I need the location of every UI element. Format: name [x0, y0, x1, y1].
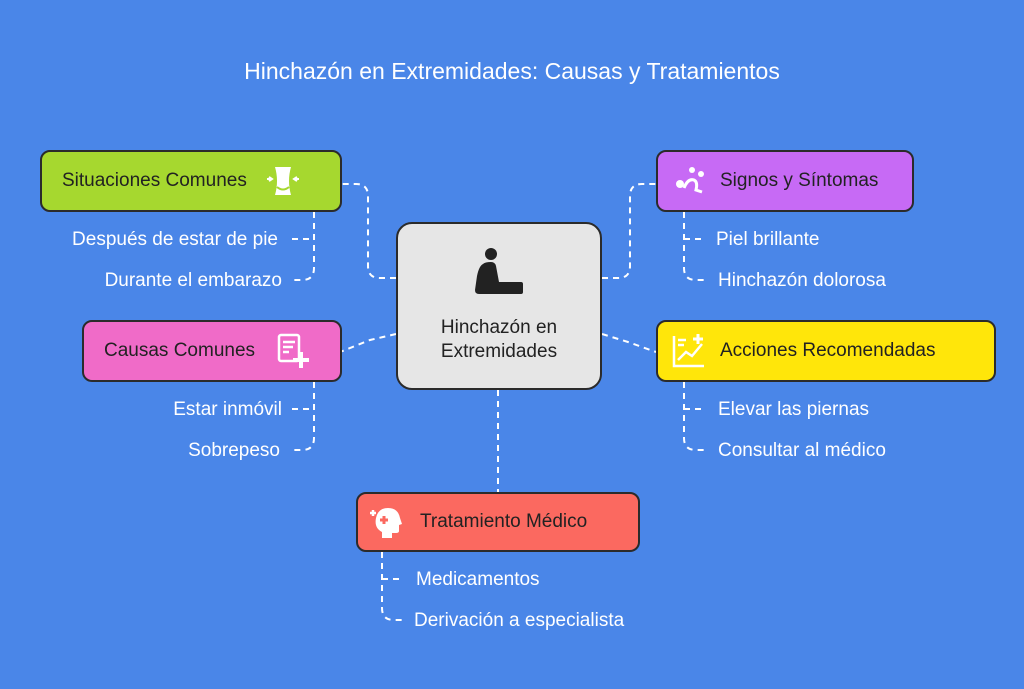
person-kneeling-icon: [475, 248, 523, 294]
branch-label: Acciones Recomendadas: [720, 340, 936, 361]
center-label-line1: Hinchazón en: [440, 317, 558, 338]
list-item: Sobrepeso: [188, 440, 280, 461]
center-label-line2: Extremidades: [440, 341, 558, 362]
branch-label: Situaciones Comunes: [62, 170, 247, 191]
branch-causas-comunes: Causas Comunes: [82, 320, 342, 382]
list-item: Piel brillante: [716, 229, 820, 250]
list-item: Durante el embarazo: [104, 270, 282, 291]
list-item: Derivación a especialista: [414, 610, 625, 631]
waist-icon: [266, 167, 299, 195]
branch-label: Causas Comunes: [104, 340, 256, 361]
list-item: Consultar al médico: [718, 440, 886, 461]
branch-acciones-recomendadas: Acciones Recomendadas: [656, 320, 996, 382]
list-item: Medicamentos: [416, 569, 540, 590]
branch-tratamiento-medico: Tratamiento Médico: [356, 492, 640, 552]
list-item: Hinchazón dolorosa: [718, 270, 886, 291]
page-title: Hinchazón en Extremidades: Causas y Trat…: [244, 58, 780, 84]
list-item: Elevar las piernas: [718, 399, 870, 420]
medical-report-icon: [277, 333, 310, 368]
list-item: Estar inmóvil: [173, 399, 282, 420]
head-health-icon: [370, 508, 402, 538]
list-item: Después de estar de pie: [72, 229, 278, 250]
growth-chart-icon: [672, 334, 704, 368]
branch-signos-sintomas: Signos y Síntomas: [656, 150, 914, 212]
branch-label: Signos y Síntomas: [720, 170, 879, 191]
pills-person-icon: [676, 167, 704, 194]
center-node: Hinchazón en Extremidades: [396, 222, 602, 390]
branch-situaciones-comunes: Situaciones Comunes: [40, 150, 342, 212]
branch-label: Tratamiento Médico: [420, 511, 588, 532]
